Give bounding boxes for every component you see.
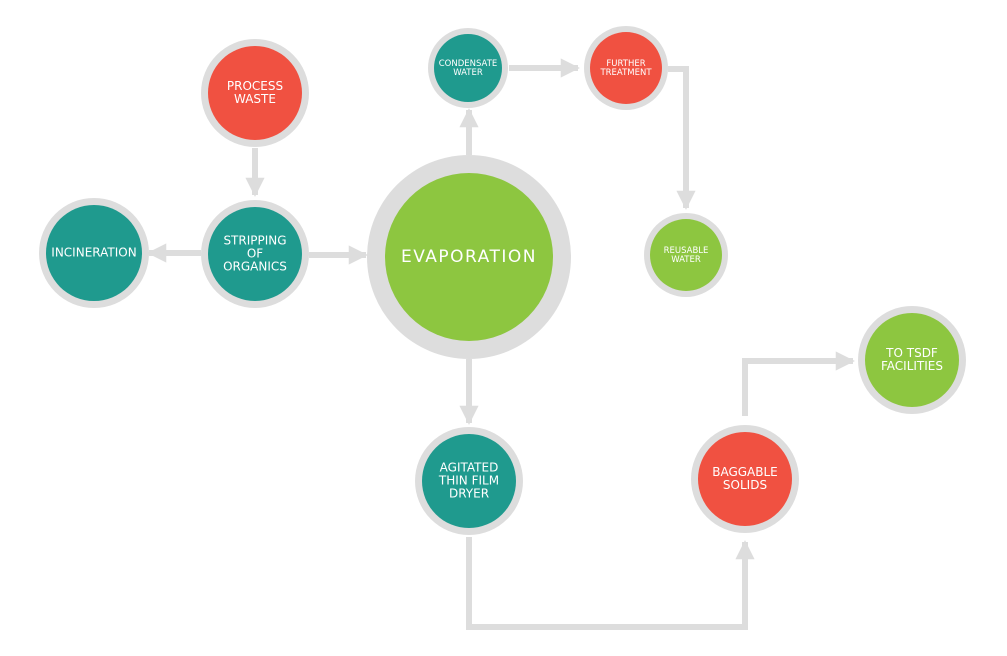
node-label-line: AGITATED — [440, 461, 499, 475]
arrow-dryer-to-baggable — [466, 537, 755, 630]
node-label-line: WASTE — [234, 92, 276, 106]
node-fill — [208, 207, 302, 301]
node-fill — [434, 34, 502, 102]
node-fill — [865, 313, 959, 407]
connector-arrows — [147, 58, 855, 630]
node-label-line: STRIPPING — [223, 234, 286, 248]
node-label-line: EVAPORATION — [401, 247, 537, 267]
node-label-line: TREATMENT — [599, 68, 652, 78]
node-incineration: INCINERATION — [39, 198, 149, 308]
node-fill — [385, 173, 553, 341]
node-label-line: TO TSDF — [885, 346, 938, 360]
node-fill — [590, 32, 662, 104]
node-fill — [422, 434, 516, 528]
node-label-line: PROCESS — [227, 79, 283, 93]
node-label-line: SOLIDS — [723, 478, 767, 492]
node-label-line: REUSABLE — [664, 246, 709, 256]
node-evaporation: EVAPORATION — [367, 155, 571, 359]
node-fill — [46, 205, 142, 301]
node-fill — [208, 46, 302, 140]
node-label-line: OF — [247, 247, 263, 261]
node-label-line: BAGGABLE — [712, 465, 778, 479]
node-label-line: DRYER — [449, 487, 489, 501]
node-label-line: THIN FILM — [438, 474, 499, 488]
node-label-line: FURTHER — [606, 59, 645, 69]
node-fill — [650, 219, 722, 291]
node-label-line: WATER — [671, 255, 701, 265]
node-fill — [698, 432, 792, 526]
node-label-line: FACILITIES — [881, 359, 943, 373]
node-label-line: INCINERATION — [51, 246, 136, 260]
node-label-line: ORGANICS — [223, 260, 287, 274]
node-label-line: CONDENSATE — [439, 59, 498, 69]
node-label-line: WATER — [453, 68, 483, 78]
arrow-treatment-to-reusable — [668, 66, 696, 210]
arrow-baggable-to-tsdf — [742, 351, 855, 416]
